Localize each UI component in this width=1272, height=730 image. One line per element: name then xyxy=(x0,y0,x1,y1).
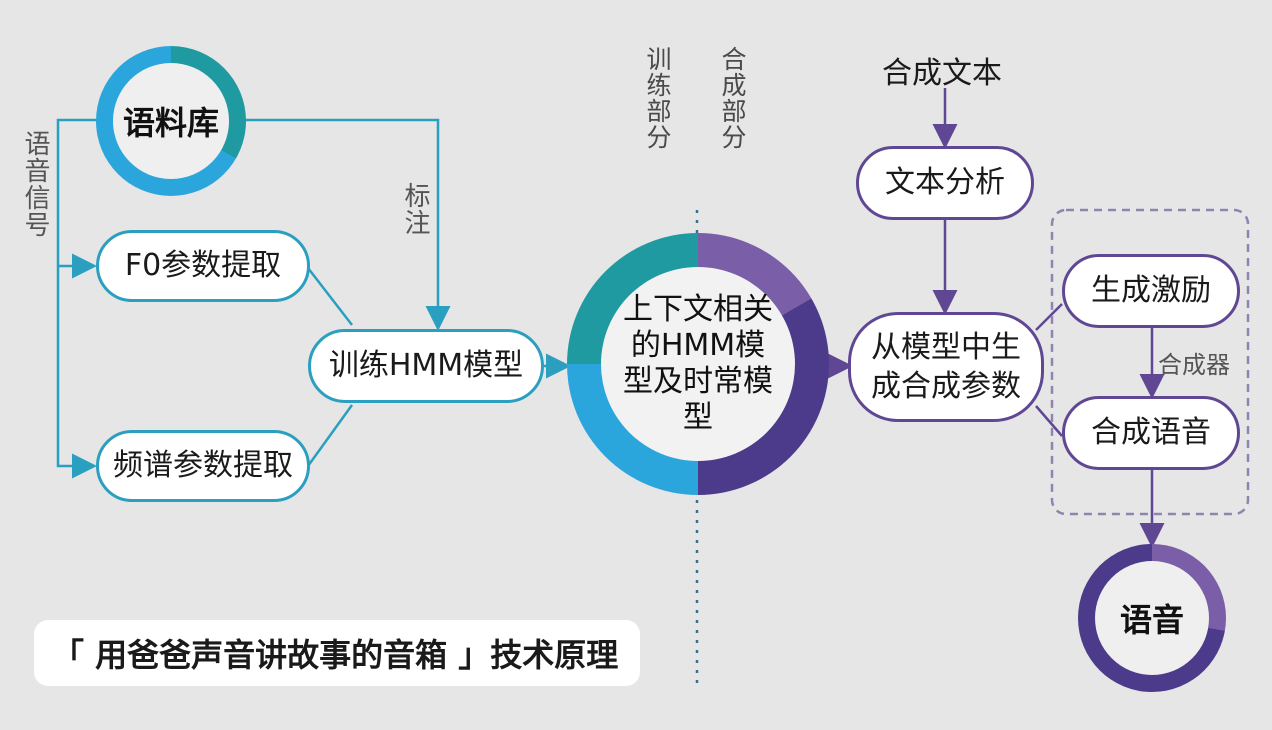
f0-to-train-line xyxy=(307,267,353,326)
speech-label: 语音 xyxy=(1119,601,1184,639)
gen-excitation-label: 生成激励 xyxy=(1091,273,1211,309)
params-to-speech-line xyxy=(1035,405,1063,437)
synthesizer-label: 合成器 xyxy=(1158,351,1230,379)
spectrum-extract-box: 频谱参数提取 xyxy=(96,430,310,502)
context-model-label: 上下文相关的HMM模型及时常模型 xyxy=(623,292,773,435)
f0-extract-label: F0参数提取 xyxy=(124,248,282,284)
synth-speech-box: 合成语音 xyxy=(1062,396,1240,470)
gen-excitation-box: 生成激励 xyxy=(1062,254,1240,328)
f0-extract-box: F0参数提取 xyxy=(96,230,310,302)
params-to-excitation-line xyxy=(1035,303,1063,331)
text-analysis-label: 文本分析 xyxy=(885,165,1005,201)
annotation-label: 标注 xyxy=(400,182,430,236)
synthesis-connectors xyxy=(827,88,1165,548)
context-model-ring: 上下文相关的HMM模型及时常模型 xyxy=(567,233,829,495)
train-hmm-box: 训练HMM模型 xyxy=(308,329,544,403)
caption-text: 「 用爸爸声音讲故事的音箱 」技术原理 xyxy=(52,636,619,674)
synth-text-label: 合成文本 xyxy=(882,56,1002,91)
corpus-ring: 语料库 xyxy=(96,46,246,196)
synthesizer-group xyxy=(1050,208,1250,516)
training-part-label: 训练部分 xyxy=(643,46,672,150)
gen-params-label: 从模型中生成合成参数 xyxy=(871,330,1021,404)
synth-speech-label: 合成语音 xyxy=(1091,415,1211,451)
speech-signal-label: 语音信号 xyxy=(20,130,50,238)
speech-signal-line xyxy=(56,118,98,479)
training-connectors xyxy=(56,118,571,479)
corpus-label: 语料库 xyxy=(122,104,219,142)
synthesis-part-label: 合成部分 xyxy=(718,46,747,150)
speech-ring: 语音 xyxy=(1078,544,1226,692)
text-analysis-box: 文本分析 xyxy=(856,146,1034,220)
gen-params-box: 从模型中生成合成参数 xyxy=(848,312,1044,422)
train-hmm-label: 训练HMM模型 xyxy=(328,348,524,384)
spectrum-to-train-line xyxy=(306,404,354,467)
caption-box: 「 用爸爸声音讲故事的音箱 」技术原理 xyxy=(34,620,640,686)
spectrum-extract-label: 频谱参数提取 xyxy=(113,448,293,484)
annotation-line xyxy=(244,118,451,331)
